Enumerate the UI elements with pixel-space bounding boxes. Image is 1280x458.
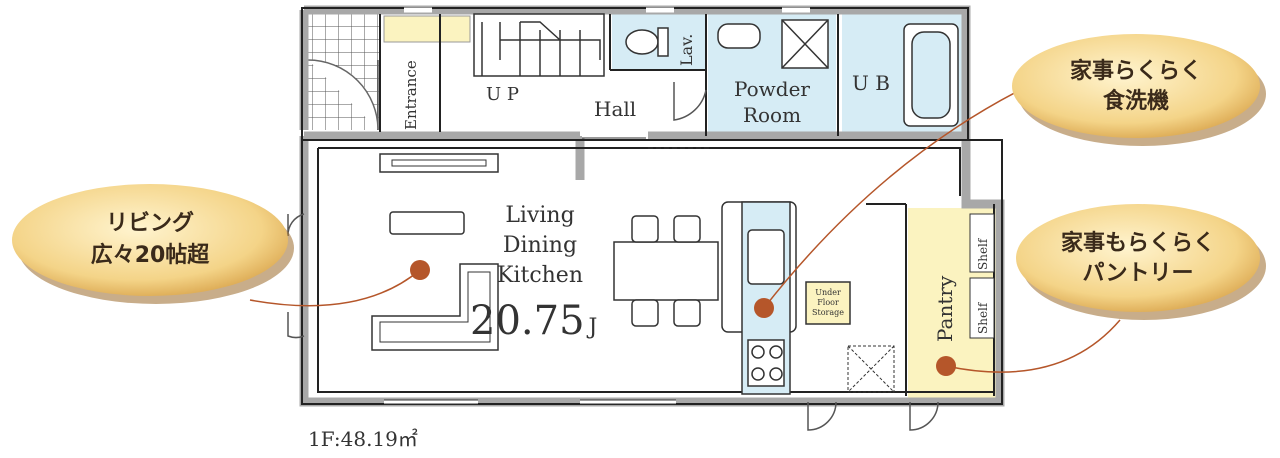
kitchen-counter (721, 201, 797, 395)
powder-label-2: Room (743, 103, 801, 127)
entrance-label: Entrance (402, 60, 420, 130)
shelf-box-top (969, 213, 995, 273)
staircase (473, 13, 605, 77)
sofa (371, 263, 499, 351)
callout-pantry-line2: パントリー (1082, 261, 1193, 286)
up-label: U P (486, 84, 519, 105)
shelf-label-bottom: Shelf (976, 301, 990, 334)
pantry-label: Pantry (933, 275, 957, 342)
ldk-label-1: Living (505, 203, 574, 228)
inner-walls (301, 7, 1003, 405)
powder-label-1: Powder (734, 77, 810, 101)
ldk-label-3: Kitchen (497, 263, 583, 288)
callout-pantry: 家事もらくらく パントリー (1016, 204, 1266, 320)
ub-label: U B (852, 71, 890, 95)
pantry-marker (936, 356, 956, 376)
floor-area-label: 1F:48.19㎡ (308, 427, 418, 451)
lav-label: Lav. (677, 34, 696, 66)
storage-label-1: Under (815, 288, 841, 297)
coffee-table (389, 211, 465, 235)
callout-dishwasher-line2: 食洗機 (1103, 88, 1169, 114)
ldk-label-2: Dining (503, 233, 577, 258)
storage-label-3: Storage (812, 308, 844, 317)
under-floor-storage (805, 281, 851, 325)
shelf-label-top: Shelf (976, 237, 990, 270)
callout-lines (249, 85, 1121, 373)
dining-set (613, 215, 719, 327)
callout-dishwasher: 家事らくらく 食洗機 (1012, 34, 1266, 146)
toilet-icon (625, 27, 669, 57)
walls (299, 5, 1005, 407)
storage-label-2: Floor (817, 298, 839, 307)
callout-pantry-line1: 家事もらくらく (1061, 230, 1215, 256)
callout-dishwasher-line1: 家事らくらく (1070, 58, 1202, 84)
washbasin-icon (717, 23, 761, 49)
fridge-icon (847, 345, 895, 393)
entrance-door-swing (307, 59, 379, 131)
dishwasher-marker (754, 298, 774, 318)
tv-board (379, 153, 499, 173)
callout-living: リビング 広々20帖超 (12, 184, 294, 304)
hall-label: Hall (594, 97, 636, 121)
shelf-box-bottom (969, 277, 995, 339)
living-marker (410, 260, 430, 280)
callout-living-line1: リビング (106, 210, 194, 236)
callout-living-line2: 広々20帖超 (91, 242, 211, 268)
entrance-shelf-fill (383, 15, 471, 43)
bathtub-icon (903, 23, 959, 127)
washer-icon (781, 19, 829, 69)
